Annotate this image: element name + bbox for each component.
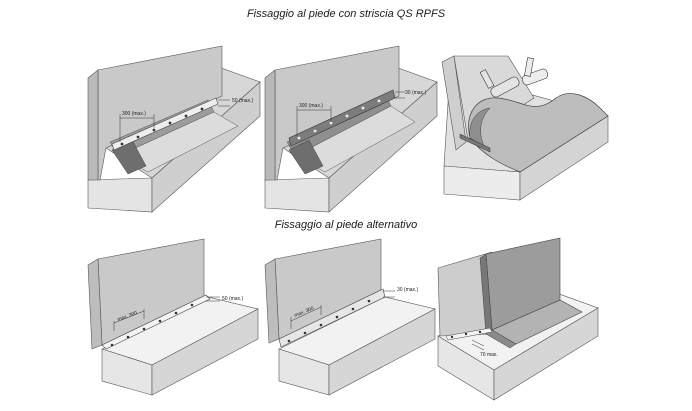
fixing-hole <box>142 327 146 331</box>
heading-bottom: Fissaggio al piede alternativo <box>274 219 418 231</box>
fixing-hole <box>464 332 468 336</box>
fixing-hole <box>313 129 317 133</box>
dimension-edge <box>383 290 395 298</box>
fixing-hole <box>377 99 381 103</box>
dimension-edge-label: 50 (max.) <box>232 98 253 104</box>
dimension-edge-label: 30 (max.) <box>397 287 418 293</box>
dimension-edge <box>218 99 230 107</box>
fixing-hole <box>478 330 482 334</box>
fixing-hole <box>297 136 301 140</box>
figure-bottom-left: max. 300 50 (max.) <box>87 238 259 396</box>
fixing-hole <box>450 335 454 339</box>
fixing-holes <box>450 330 482 339</box>
fixing-holes <box>287 299 371 343</box>
figure-top-middle: 300 (max.) 30 (max.) <box>264 45 438 213</box>
base-side-face <box>151 308 259 396</box>
dimension-edge-label: 30 (max.) <box>405 90 426 96</box>
membrane-dark-cut <box>288 139 324 175</box>
base-side-face <box>493 307 599 401</box>
fixing-hole <box>345 114 349 118</box>
fixing-hole <box>120 142 124 146</box>
fixing-hole <box>361 106 365 110</box>
fixing-hole <box>136 135 140 139</box>
dimension-spacing <box>119 114 155 142</box>
wall-left-face <box>264 69 276 181</box>
dimension-edge <box>206 296 220 302</box>
wall-left-face <box>441 55 467 151</box>
fixing-hole <box>287 339 291 343</box>
dimension-edge <box>471 339 485 351</box>
dimension-spacing <box>296 106 332 136</box>
dimension-spacing-label: 300 (max.) <box>299 103 323 109</box>
fixing-hole <box>367 299 371 303</box>
fixing-hole <box>190 303 194 307</box>
dimension-spacing <box>113 309 145 331</box>
base-side-face <box>151 81 261 213</box>
fixing-hole <box>329 121 333 125</box>
heading-top: Fissaggio al piede con striscia QS RPFS <box>246 8 446 20</box>
fixing-hole <box>158 319 162 323</box>
fixing-strip <box>459 133 491 153</box>
fixing-hole <box>152 128 156 132</box>
fixing-holes <box>120 107 204 146</box>
fixing-hole <box>168 121 172 125</box>
fixing-hole <box>335 315 339 319</box>
fixing-strip <box>101 294 211 350</box>
base-front-face <box>443 165 521 201</box>
fixing-hole <box>303 331 307 335</box>
dimension-edge <box>395 91 405 99</box>
dimension-spacing <box>290 305 322 329</box>
figure-top-right <box>441 55 609 201</box>
dimension-edge-label: 50 (max.) <box>222 296 243 302</box>
fixing-hole <box>319 323 323 327</box>
fixing-hole <box>184 114 188 118</box>
fixing-hole <box>174 311 178 315</box>
dimension-spacing-label: 300 (max.) <box>122 111 146 117</box>
figure-bottom-middle: max. 300 30 (max.) <box>264 238 436 396</box>
fixing-holes <box>110 303 194 347</box>
base-side-face <box>328 308 436 396</box>
membrane-roll <box>468 93 609 173</box>
fixing-holes <box>297 99 381 140</box>
figure-top-left: 300 (max.) 50 (max.) <box>87 45 261 213</box>
fixing-hole <box>351 307 355 311</box>
membrane-fold <box>469 107 491 147</box>
fixing-hole <box>110 343 114 347</box>
dimension-edge-label: 70 max. <box>480 352 498 358</box>
hand-roller <box>479 57 549 98</box>
fixing-hole <box>126 335 130 339</box>
figure-bottom-right: 70 max. <box>437 237 599 401</box>
base-front-face <box>87 177 153 213</box>
base-front-face <box>264 177 330 213</box>
fixing-hole <box>200 107 204 111</box>
wall-left-face <box>87 69 99 181</box>
